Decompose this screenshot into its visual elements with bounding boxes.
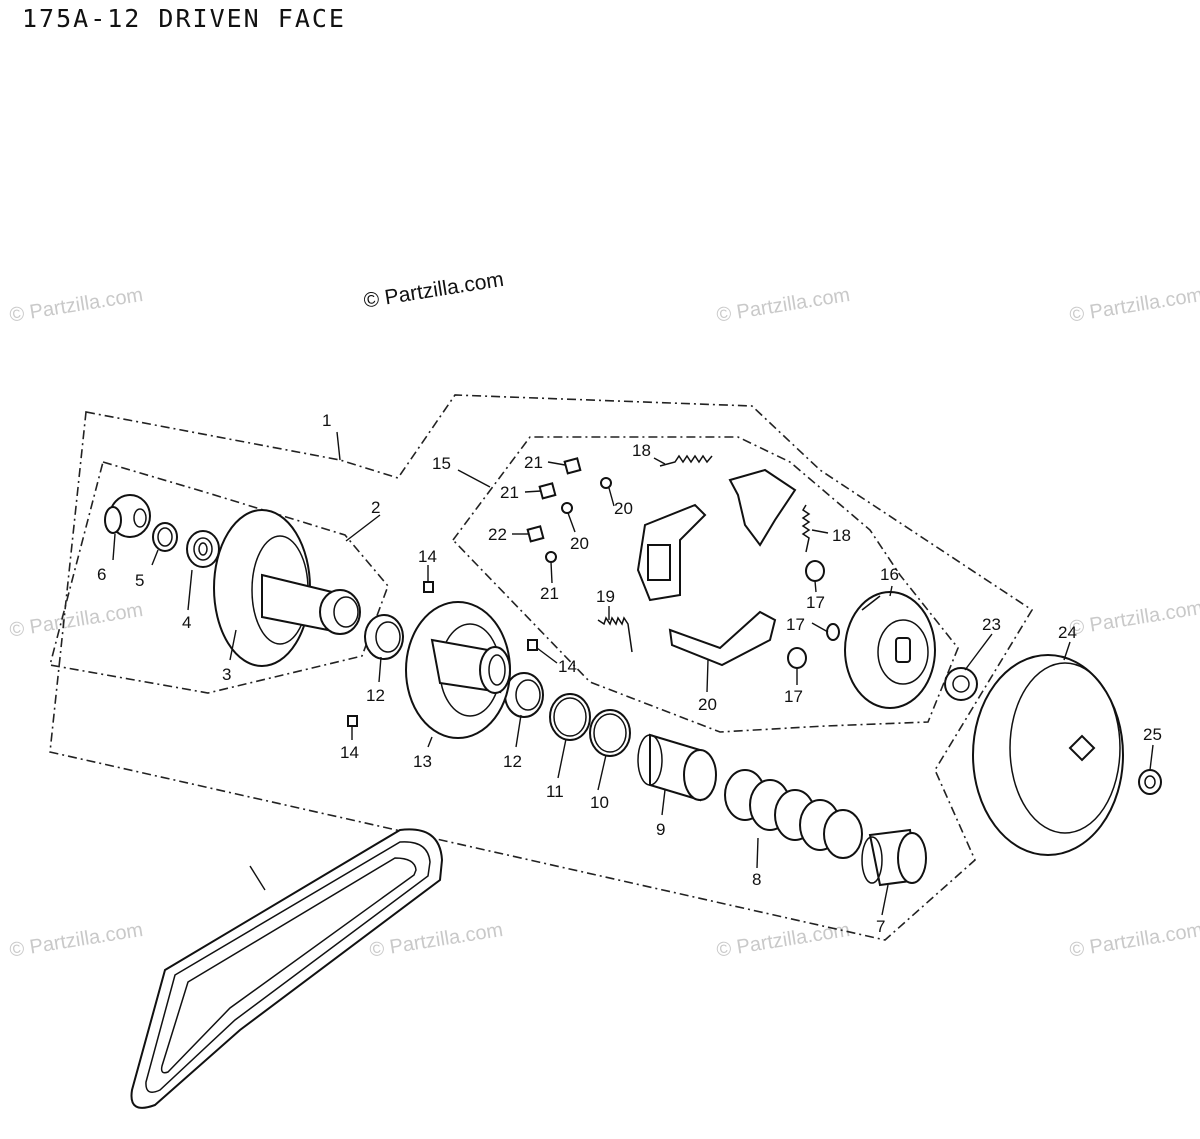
callout-19: 20 [698, 695, 717, 714]
callout-1: 1 [322, 411, 331, 430]
callout-15: 15 [432, 454, 451, 473]
part-20-washer-b [561, 502, 573, 514]
callout-6: 6 [97, 565, 106, 584]
callout-9: 9 [656, 820, 665, 839]
callout-2: 2 [371, 498, 380, 517]
callout-20-c: 21 [540, 584, 559, 603]
callout-17-c: 17 [784, 687, 803, 706]
part-25-drive-belt [130, 828, 444, 1109]
part-21-ring-a [563, 457, 582, 475]
part-22-nut [944, 667, 978, 701]
part-17-damper-b [826, 623, 840, 641]
part-9-guide-collar [637, 733, 717, 802]
part-14-pin-b [527, 639, 538, 651]
callout-18-a: 18 [632, 441, 651, 460]
callout-22: 23 [982, 615, 1001, 634]
part-24-nut [1138, 769, 1162, 795]
assembly-outline-15 [451, 436, 959, 733]
callout-8: 8 [752, 870, 761, 889]
part-13-sliding-driven-face [405, 601, 511, 739]
callout-17-a: 17 [806, 593, 825, 612]
callout-21-a: 21 [524, 453, 543, 472]
part-10-o-ring [589, 709, 631, 757]
callout-14-a: 14 [418, 547, 437, 566]
callout-14-b: 14 [558, 657, 577, 676]
part-12-seal-b [504, 672, 544, 718]
part-7-spring-seat [861, 828, 927, 887]
part-21-ring-b [538, 482, 557, 500]
part-6-bushing [104, 494, 151, 538]
part-21-ring-c [526, 525, 545, 543]
part-19-clutch-shoes [636, 468, 797, 667]
assembly-outline-1 [49, 394, 1034, 941]
part-11-o-ring [549, 693, 591, 741]
part-5-ring [152, 522, 178, 552]
part-20-washer-c [545, 551, 557, 563]
callout-12-a: 12 [366, 686, 385, 705]
callout-18-c: 19 [596, 587, 615, 606]
callout-11: 11 [546, 782, 564, 801]
callout-21-c: 22 [488, 525, 507, 544]
part-3-driven-face [213, 509, 361, 667]
part-12-seal-a [364, 614, 404, 660]
callout-3: 3 [222, 665, 231, 684]
part-17-damper-c [787, 647, 807, 669]
callout-4: 4 [182, 613, 191, 632]
callout-14-c: 14 [340, 743, 359, 762]
callout-16: 16 [880, 565, 899, 584]
page-title: 175A-12 DRIVEN FACE [22, 4, 346, 33]
callout-17-b: 17 [786, 615, 805, 634]
callout-10: 10 [590, 793, 609, 812]
callout-21-b: 21 [500, 483, 519, 502]
callout-23: 24 [1058, 623, 1077, 642]
callout-24: 25 [1143, 725, 1162, 744]
part-14-pin-a [423, 581, 434, 593]
callout-5: 5 [135, 571, 144, 590]
part-18-spring-b [801, 504, 811, 553]
part-4-bearing [186, 530, 220, 568]
callout-20-b: 20 [570, 534, 589, 553]
callout-12-b: 12 [503, 752, 522, 771]
part-18-spring-a [659, 454, 713, 467]
part-16-clutch-plate [844, 591, 936, 709]
callout-13: 13 [413, 752, 432, 771]
part-8-spring [724, 769, 863, 859]
part-14-pin-c [347, 715, 358, 727]
part-18-spring-c [597, 616, 633, 653]
part-23-clutch-outer [972, 654, 1124, 856]
part-20-washer-a [600, 477, 612, 489]
callout-20-a: 20 [614, 499, 633, 518]
callout-7: 7 [876, 917, 885, 936]
part-17-damper-a [805, 560, 825, 582]
callout-18-b: 18 [832, 526, 851, 545]
